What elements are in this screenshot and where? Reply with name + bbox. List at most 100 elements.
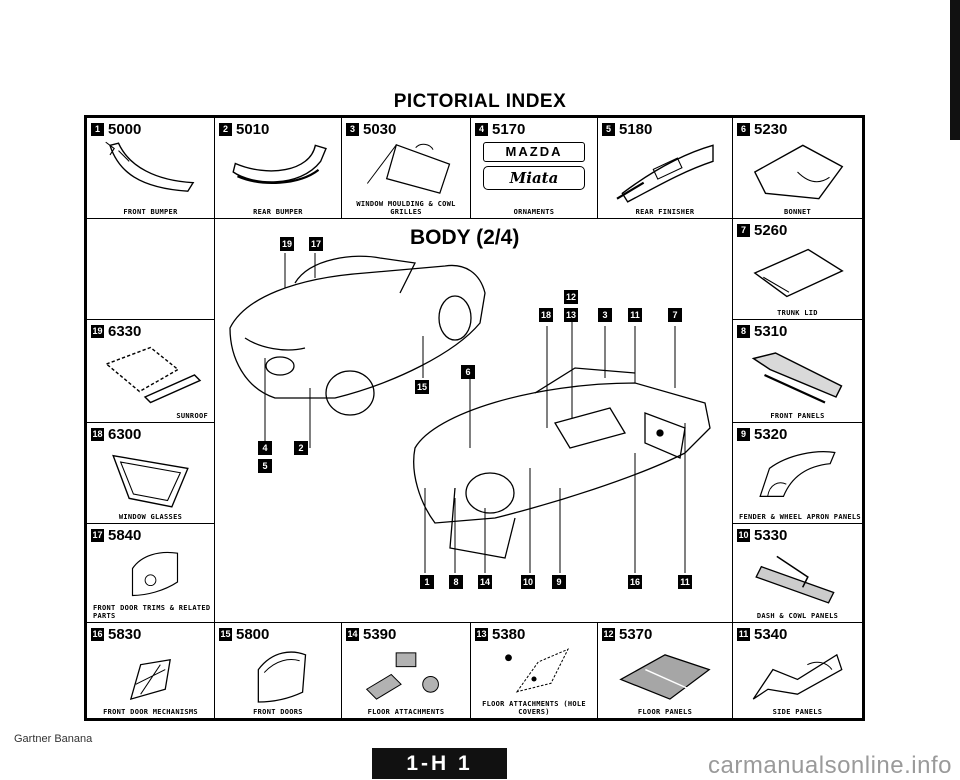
floor-attachments-icon [350, 645, 462, 704]
windshield-icon [95, 445, 206, 509]
page-title: PICTORIAL INDEX [393, 91, 567, 112]
source-label: Gartner Banana [14, 733, 93, 745]
callout-11-bottom: 11 [678, 575, 692, 589]
cell-front-bumper[interactable]: 1 5000 FRONT BUMPER [86, 117, 215, 219]
part-code: 5310 [754, 323, 788, 340]
index-frame [84, 115, 865, 721]
body-shell-drawing [413, 367, 711, 559]
part-caption: WINDOW GLASSES [118, 513, 183, 521]
part-caption: ORNAMENTS [513, 208, 555, 216]
callout-3: 3 [598, 308, 612, 322]
scan-edge-bar [950, 0, 960, 140]
index-number: 16 [91, 628, 104, 641]
part-code: 5340 [754, 626, 788, 643]
cell-rear-bumper[interactable]: 2 5010 REAR BUMPER [214, 117, 342, 219]
index-number: 2 [219, 123, 232, 136]
index-number: 4 [475, 123, 488, 136]
part-code: 5320 [754, 426, 788, 443]
leader-lines [264, 253, 686, 573]
part-caption: SUNROOF [176, 412, 208, 420]
part-caption: DASH & COWL PANELS [756, 612, 839, 620]
callout-11-top: 11 [628, 308, 642, 322]
part-caption: SIDE PANELS [772, 708, 823, 716]
door-trim-icon [95, 546, 206, 600]
part-caption: FRONT BUMPER [123, 208, 178, 216]
hole-covers-icon [479, 645, 589, 696]
part-code: 5180 [619, 121, 653, 138]
callout-2: 2 [294, 441, 308, 455]
front-bumper-icon [95, 140, 206, 204]
cell-side-panels[interactable]: 11 5340 SIDE PANELS [732, 622, 863, 719]
index-number: 5 [602, 123, 615, 136]
callout-16: 16 [628, 575, 642, 589]
callout-4: 4 [258, 441, 272, 455]
part-code: 5000 [108, 121, 142, 138]
callout-13: 13 [564, 308, 578, 322]
part-code: 5830 [108, 626, 142, 643]
part-code: 5380 [492, 626, 526, 643]
part-caption: REAR BUMPER [253, 208, 303, 216]
part-code: 5800 [236, 626, 270, 643]
callout-17: 17 [309, 237, 323, 251]
callout-5: 5 [258, 459, 272, 473]
cell-window-moulding[interactable]: 3 5030 WINDOW MOULDING & COWL GRILLES [341, 117, 471, 219]
part-caption: FRONT DOOR TRIMS & RELATED PARTS [93, 604, 211, 620]
part-code: 5030 [363, 121, 397, 138]
index-number: 7 [737, 224, 750, 237]
index-number: 9 [737, 428, 750, 441]
index-number: 10 [737, 529, 750, 542]
callout-19: 19 [280, 237, 294, 251]
index-number: 3 [346, 123, 359, 136]
cell-front-panels[interactable]: 8 5310 FRONT PANELS [732, 319, 863, 423]
index-number: 8 [737, 325, 750, 338]
part-caption: FRONT PANELS [770, 412, 825, 420]
part-code: 6300 [108, 426, 142, 443]
part-caption: WINDOW MOULDING & COWL GRILLES [356, 200, 456, 216]
index-number: 19 [91, 325, 104, 338]
dash-panel-icon [741, 546, 854, 608]
part-code: 5230 [754, 121, 788, 138]
part-caption: BONNET [783, 208, 812, 216]
index-number: 12 [602, 628, 615, 641]
callout-7: 7 [668, 308, 682, 322]
part-caption: FLOOR PANELS [637, 708, 693, 716]
callout-9: 9 [552, 575, 566, 589]
index-number: 17 [91, 529, 104, 542]
front-panels-icon [741, 342, 854, 408]
window-moulding-icon [350, 140, 462, 198]
cell-bonnet[interactable]: 6 5230 BONNET [732, 117, 863, 219]
trunk-lid-icon [741, 241, 854, 305]
floor-panels-icon [606, 645, 724, 704]
callout-15: 15 [415, 380, 429, 394]
index-number: 11 [737, 628, 750, 641]
callout-12: 12 [564, 290, 578, 304]
callout-18: 18 [539, 308, 553, 322]
rear-finisher-icon [606, 140, 724, 204]
body-exploded-diagram [229, 253, 711, 573]
index-number: 13 [475, 628, 488, 641]
door-mechanism-icon [95, 645, 206, 704]
part-caption: TRUNK LID [777, 309, 818, 317]
page-number: 1-H 1 [372, 748, 507, 779]
part-code: 5010 [236, 121, 270, 138]
mazda-logo: MAZDA [483, 142, 585, 162]
fender-icon [741, 445, 854, 501]
callout-1: 1 [420, 575, 434, 589]
index-number: 6 [737, 123, 750, 136]
index-number: 1 [91, 123, 104, 136]
callout-10: 10 [521, 575, 535, 589]
assembled-car-drawing [229, 255, 486, 416]
